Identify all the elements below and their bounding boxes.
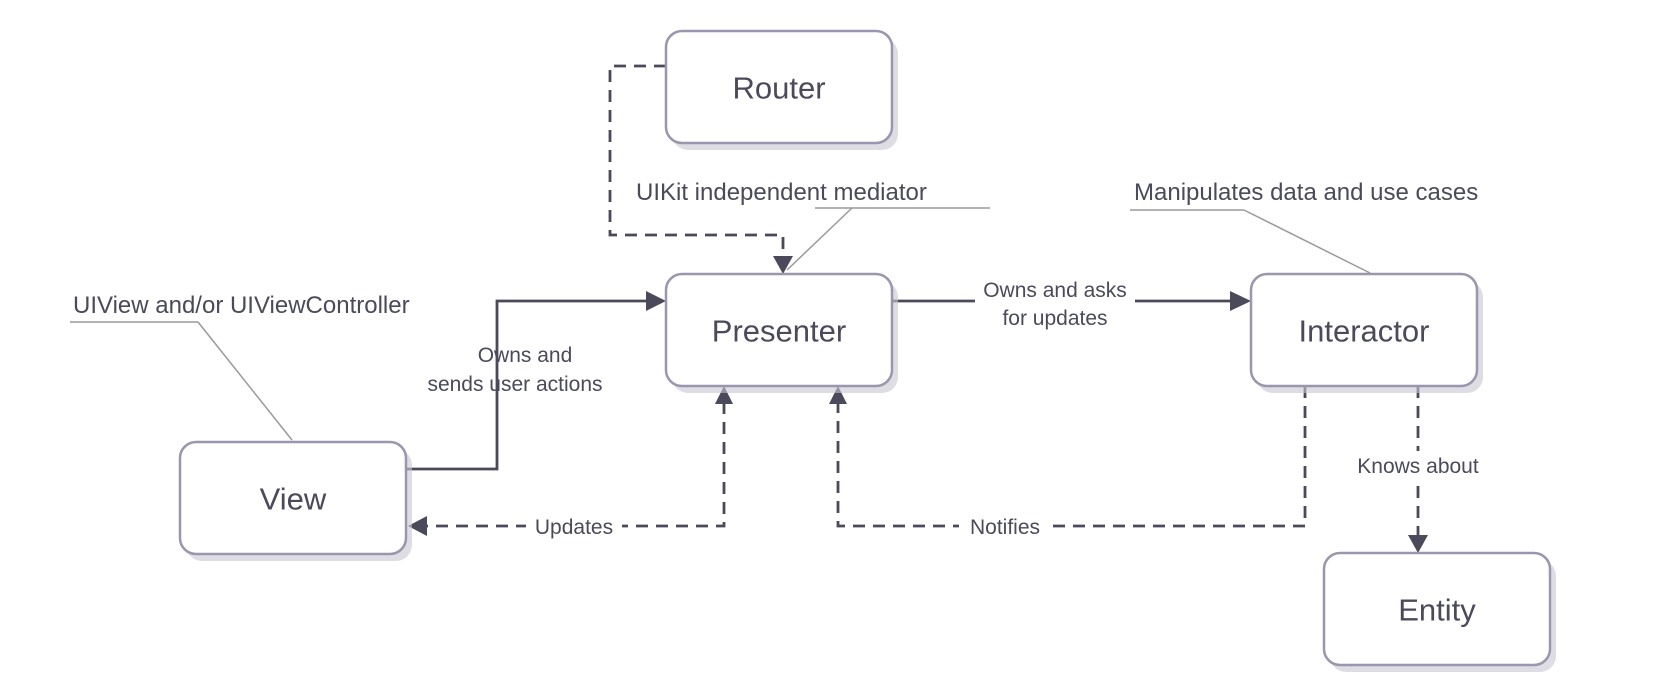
view-to-presenter-arrowhead [646, 291, 666, 311]
presenter-role-text: UIKit independent mediator [636, 179, 927, 206]
view-node: View [178, 440, 412, 561]
interactor-to-presenter-label: Notifies [970, 516, 1040, 539]
view-to-presenter-label-line2: sends user actions [427, 373, 602, 396]
view-role-annotation: UIView and/or UIViewController [70, 292, 410, 441]
router-to-presenter-connector [608, 64, 793, 274]
interactor-to-entity-label: Knows about [1357, 455, 1479, 478]
presenter-to-view-arrowhead [715, 386, 733, 404]
entity-node: Entity [1322, 551, 1556, 672]
presenter-label: Presenter [712, 314, 846, 349]
interactor-label: Interactor [1299, 314, 1430, 349]
interactor-to-presenter-arrowhead [829, 386, 847, 404]
interactor-to-entity-arrowhead [1408, 535, 1428, 553]
router-node: Router [664, 29, 898, 150]
presenter-to-interactor-connector: Owns and asks for updates [893, 278, 1251, 330]
presenter-role-annotation: UIKit independent mediator [636, 179, 990, 271]
interactor-role-text: Manipulates data and use cases [1134, 179, 1478, 206]
interactor-role-annotation: Manipulates data and use cases [1130, 179, 1478, 274]
presenter-to-view-connector: Updates [408, 386, 733, 542]
presenter-to-interactor-label-line2: for updates [1002, 307, 1107, 330]
view-updates-arrowhead [408, 516, 427, 536]
entity-label: Entity [1398, 593, 1476, 628]
router-label: Router [732, 71, 825, 106]
interactor-to-entity-connector: Knows about [1357, 386, 1479, 553]
view-to-presenter-connector: Owns and sends user actions [404, 291, 666, 471]
presenter-to-view-label: Updates [535, 516, 613, 539]
router-to-presenter-arrowhead [773, 256, 793, 274]
view-to-presenter-label-line1: Owns and [478, 344, 573, 367]
interactor-node: Interactor [1249, 272, 1483, 393]
presenter-to-interactor-arrowhead [1230, 291, 1251, 311]
presenter-to-interactor-label-line1: Owns and asks [983, 279, 1127, 302]
view-label: View [260, 482, 327, 517]
interactor-to-presenter-connector: Notifies [829, 386, 1307, 542]
presenter-node: Presenter [664, 272, 898, 393]
view-role-text: UIView and/or UIViewController [73, 292, 410, 319]
